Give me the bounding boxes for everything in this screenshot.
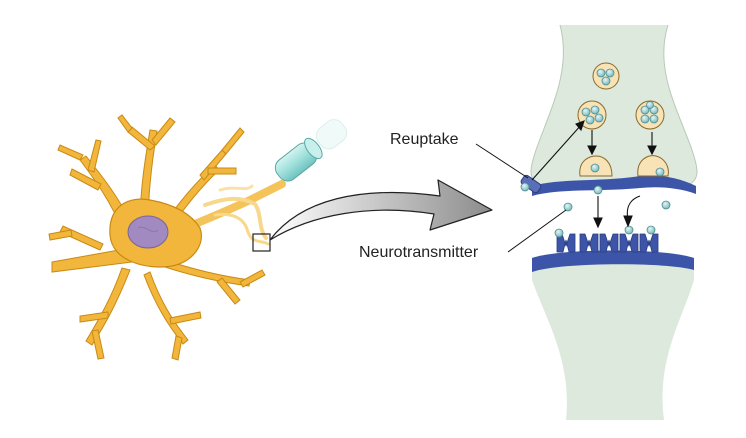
label-neurotransmitter: Neurotransmitter xyxy=(359,244,479,261)
synapse xyxy=(475,24,698,420)
nucleus xyxy=(127,215,169,249)
myelin-sheath xyxy=(274,119,348,182)
label-reuptake: Reuptake xyxy=(390,131,459,148)
presynaptic-membrane xyxy=(532,175,696,196)
presynaptic-terminal xyxy=(531,25,697,184)
postsynaptic-terminal xyxy=(532,252,694,420)
neurotransmitters xyxy=(520,68,671,238)
reuptake-leader xyxy=(475,143,529,179)
postsynaptic-membrane xyxy=(532,250,694,272)
neuron xyxy=(48,114,286,361)
process-arrows xyxy=(531,120,657,229)
neurotransmitter-leader xyxy=(507,209,567,253)
receptors xyxy=(556,233,659,253)
zoom-box xyxy=(252,233,271,252)
magnify-arrow xyxy=(269,179,493,241)
